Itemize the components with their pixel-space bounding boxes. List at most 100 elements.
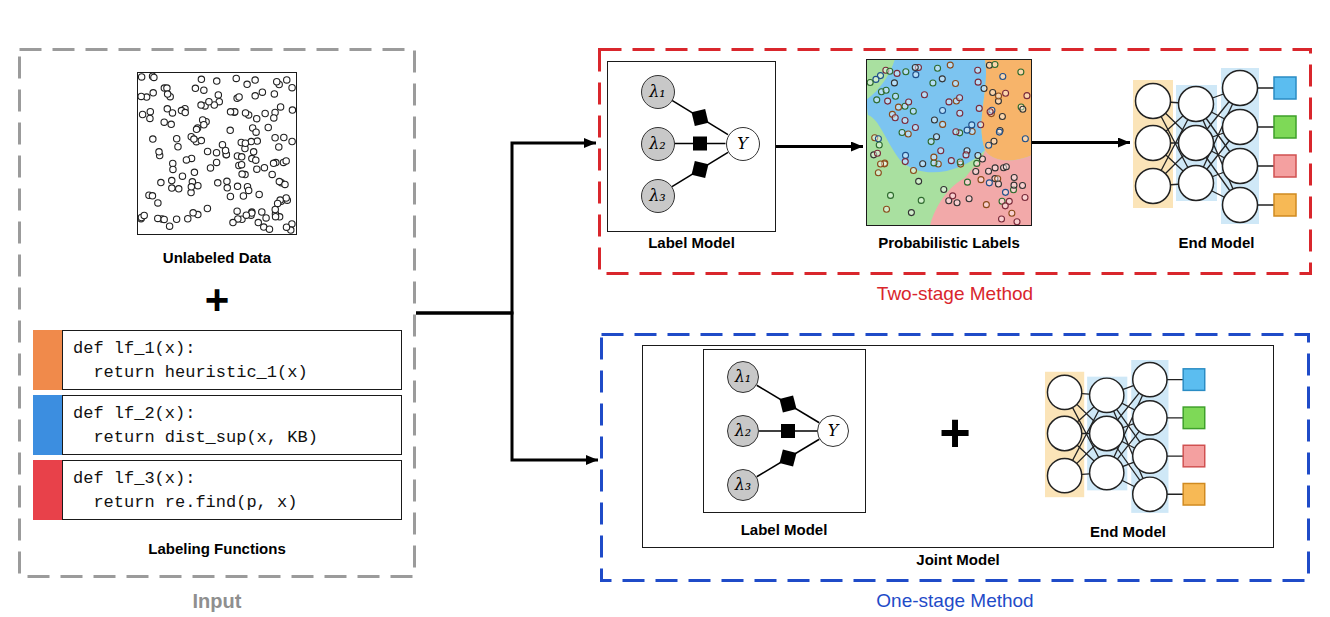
data-point [201, 122, 207, 128]
variable-name: λ₁ [735, 369, 752, 385]
region [930, 150, 1032, 226]
data-point [191, 136, 197, 142]
label-point [875, 170, 881, 176]
factor-node [693, 137, 707, 151]
label-point [912, 124, 918, 130]
data-point [156, 149, 162, 155]
color-bar [33, 460, 62, 520]
label-point [874, 150, 880, 156]
neuron [1136, 169, 1171, 204]
code-line: return dist_sup(x, KB) [73, 426, 391, 450]
network-figure: End Model [1045, 360, 1212, 512]
data-point [282, 181, 288, 187]
data-point [277, 104, 283, 110]
label-point [910, 167, 916, 173]
variable-circle: λ₁ [727, 361, 759, 393]
data-point [227, 127, 233, 133]
label-point [908, 210, 914, 216]
label-point [954, 200, 960, 206]
neuron [1179, 126, 1214, 161]
factor-line [672, 152, 728, 186]
label-point [986, 168, 992, 174]
output-square [1274, 116, 1296, 138]
data-point [149, 193, 155, 199]
connector-layer [416, 100, 1130, 476]
data-point [272, 206, 278, 212]
caption: Label Model [741, 521, 828, 539]
label-point [884, 206, 890, 212]
dashed-outline [20, 50, 415, 577]
data-point [219, 141, 225, 147]
data-point [173, 136, 179, 142]
label-point [953, 80, 959, 86]
data-box: Unlabeled Data [137, 72, 297, 235]
output-square [1183, 369, 1205, 391]
code-line: def lf_2(x): [73, 402, 391, 426]
label-point [957, 159, 963, 165]
data-point [170, 166, 176, 172]
code-box: def lf_1(x):return heuristic_1(x) [62, 330, 402, 390]
network-drawing [1045, 360, 1205, 513]
data-point [150, 90, 156, 96]
label-point [983, 202, 989, 208]
data-point [259, 209, 265, 215]
label-point [895, 104, 901, 110]
label-point [957, 95, 963, 101]
neuron [1090, 456, 1124, 490]
label-point [875, 136, 881, 142]
label-point [1020, 106, 1026, 112]
data-point [215, 180, 221, 186]
caption: End Model [1179, 234, 1255, 252]
flow-arrow [416, 143, 596, 313]
data-point [138, 93, 144, 99]
layer-band [1221, 68, 1259, 224]
label-point [1011, 174, 1017, 180]
data-point [192, 85, 198, 91]
code-line: def lf_3(x): [73, 467, 391, 491]
label-model-box: Label Modelλ₁λ₂λ₃Y [607, 61, 776, 232]
data-point [147, 108, 153, 114]
data-point [214, 78, 220, 84]
label-point [893, 93, 899, 99]
label-point [1011, 182, 1017, 188]
neuron [1090, 378, 1124, 412]
data-point [158, 179, 164, 185]
output-square [1274, 194, 1296, 216]
label-point [873, 76, 879, 82]
region [866, 59, 986, 172]
data-point [164, 91, 170, 97]
data-point [179, 173, 185, 179]
label-point [975, 67, 981, 73]
label-point [938, 148, 944, 154]
panel-heading: Input [193, 589, 242, 613]
data-point [253, 129, 259, 135]
variable-name: λ₂ [649, 136, 666, 152]
data-point [242, 140, 248, 146]
flow-arrow [776, 145, 863, 148]
data-point [269, 171, 275, 177]
label-point [903, 69, 909, 75]
caption: Probabilistic Labels [878, 234, 1020, 252]
data-point [262, 110, 268, 116]
label-model-box: Label Modelλ₁λ₂λ₃Y [703, 349, 866, 513]
data-point [256, 191, 262, 197]
output-square [1274, 77, 1296, 99]
data-point [283, 158, 289, 164]
neuron [1133, 439, 1167, 473]
variable-circle: λ₂ [727, 415, 759, 447]
variable-name: λ₁ [649, 84, 666, 100]
layer-band [1133, 80, 1173, 208]
label-point [941, 187, 947, 193]
code-line: return re.find(p, x) [73, 491, 391, 515]
label-point [885, 98, 891, 104]
group-caption: Labeling Functions [148, 540, 286, 557]
label-point [999, 216, 1005, 222]
label-regions [866, 59, 1032, 226]
neuron [1047, 458, 1081, 492]
data-point [215, 92, 221, 98]
neuron [1223, 188, 1258, 223]
label-point [906, 99, 912, 105]
neuron [1179, 87, 1214, 122]
data-point [271, 91, 277, 97]
data-point [272, 135, 278, 141]
